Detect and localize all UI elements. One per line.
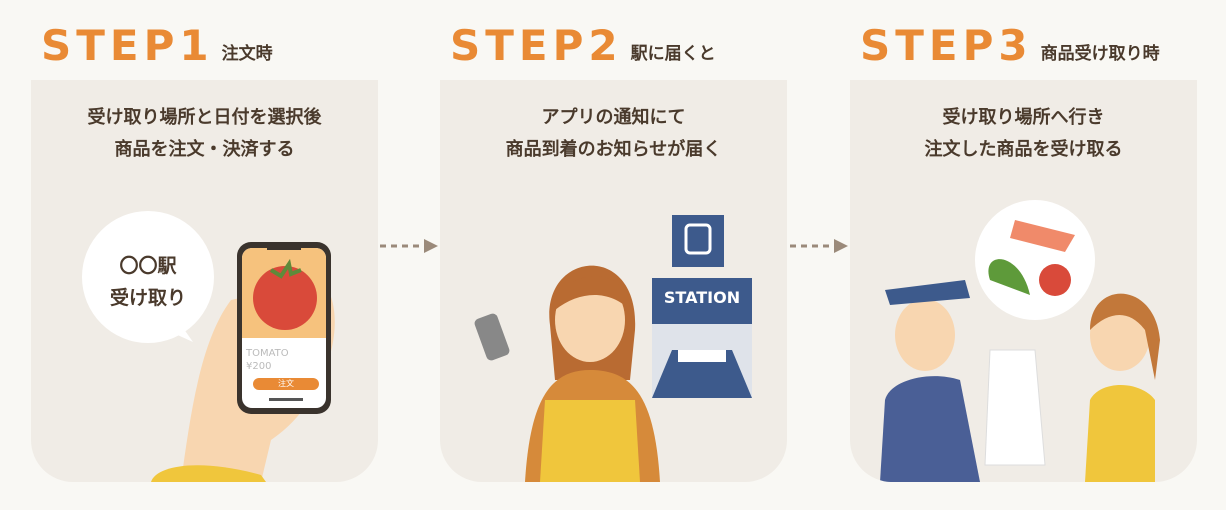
product-price: ¥200 [246,361,272,372]
step-title: 商品受け取り時 [1040,44,1160,64]
bubble-line: 受け取り [109,287,186,309]
bubble-line: 〇〇駅 [119,255,177,277]
step-number: STEP2 [450,21,623,70]
step-number: STEP3 [860,21,1033,70]
arrow-right-icon [380,239,438,253]
step-number: STEP1 [41,21,214,70]
order-button: 注文 [278,379,294,388]
desc-line: 注文した商品を受け取る [924,139,1123,160]
desc-line: 受け取り場所と日付を選択後 [87,107,322,128]
pickup-bubble: 〇〇駅受け取り [93,250,203,314]
step-1-card: 受け取り場所と日付を選択後商品を注文・決済する 〇〇駅受け取り TOMATO ¥2… [31,80,378,482]
station-sign: STATION [663,288,741,307]
desc-line: 商品到着のお知らせが届く [505,139,722,160]
desc-line: 受け取り場所へ行き [942,107,1105,128]
phone-product-info: TOMATO ¥200 [246,347,289,373]
phone-illustration [82,211,335,482]
handover-illustration [880,200,1160,482]
step-2-card: アプリの通知にて商品到着のお知らせが届く STATION [440,80,787,482]
step-2: STEP2 駅に届くと アプリの通知にて商品到着のお知らせが届く STATION [440,0,787,482]
woman-station-illustration [474,215,752,482]
step-description: アプリの通知にて商品到着のお知らせが届く [440,102,787,166]
desc-line: アプリの通知にて [541,107,686,128]
step-3-header: STEP3 商品受け取り時 [860,24,1160,68]
step-description: 受け取り場所と日付を選択後商品を注文・決済する [31,102,378,166]
desc-line: 商品を注文・決済する [114,139,295,160]
step-description: 受け取り場所へ行き注文した商品を受け取る [850,102,1197,166]
step-3: STEP3 商品受け取り時 受け取り場所へ行き注文した商品を受け取る [850,0,1197,482]
step-title: 駅に届くと [630,44,716,64]
step-2-header: STEP2 駅に届くと [450,24,716,68]
arrow-right-icon [790,239,848,253]
step-title: 注文時 [221,44,273,64]
step-3-card: 受け取り場所へ行き注文した商品を受け取る [850,80,1197,482]
step-1-header: STEP1 注文時 [41,24,273,68]
product-name: TOMATO [246,348,289,359]
